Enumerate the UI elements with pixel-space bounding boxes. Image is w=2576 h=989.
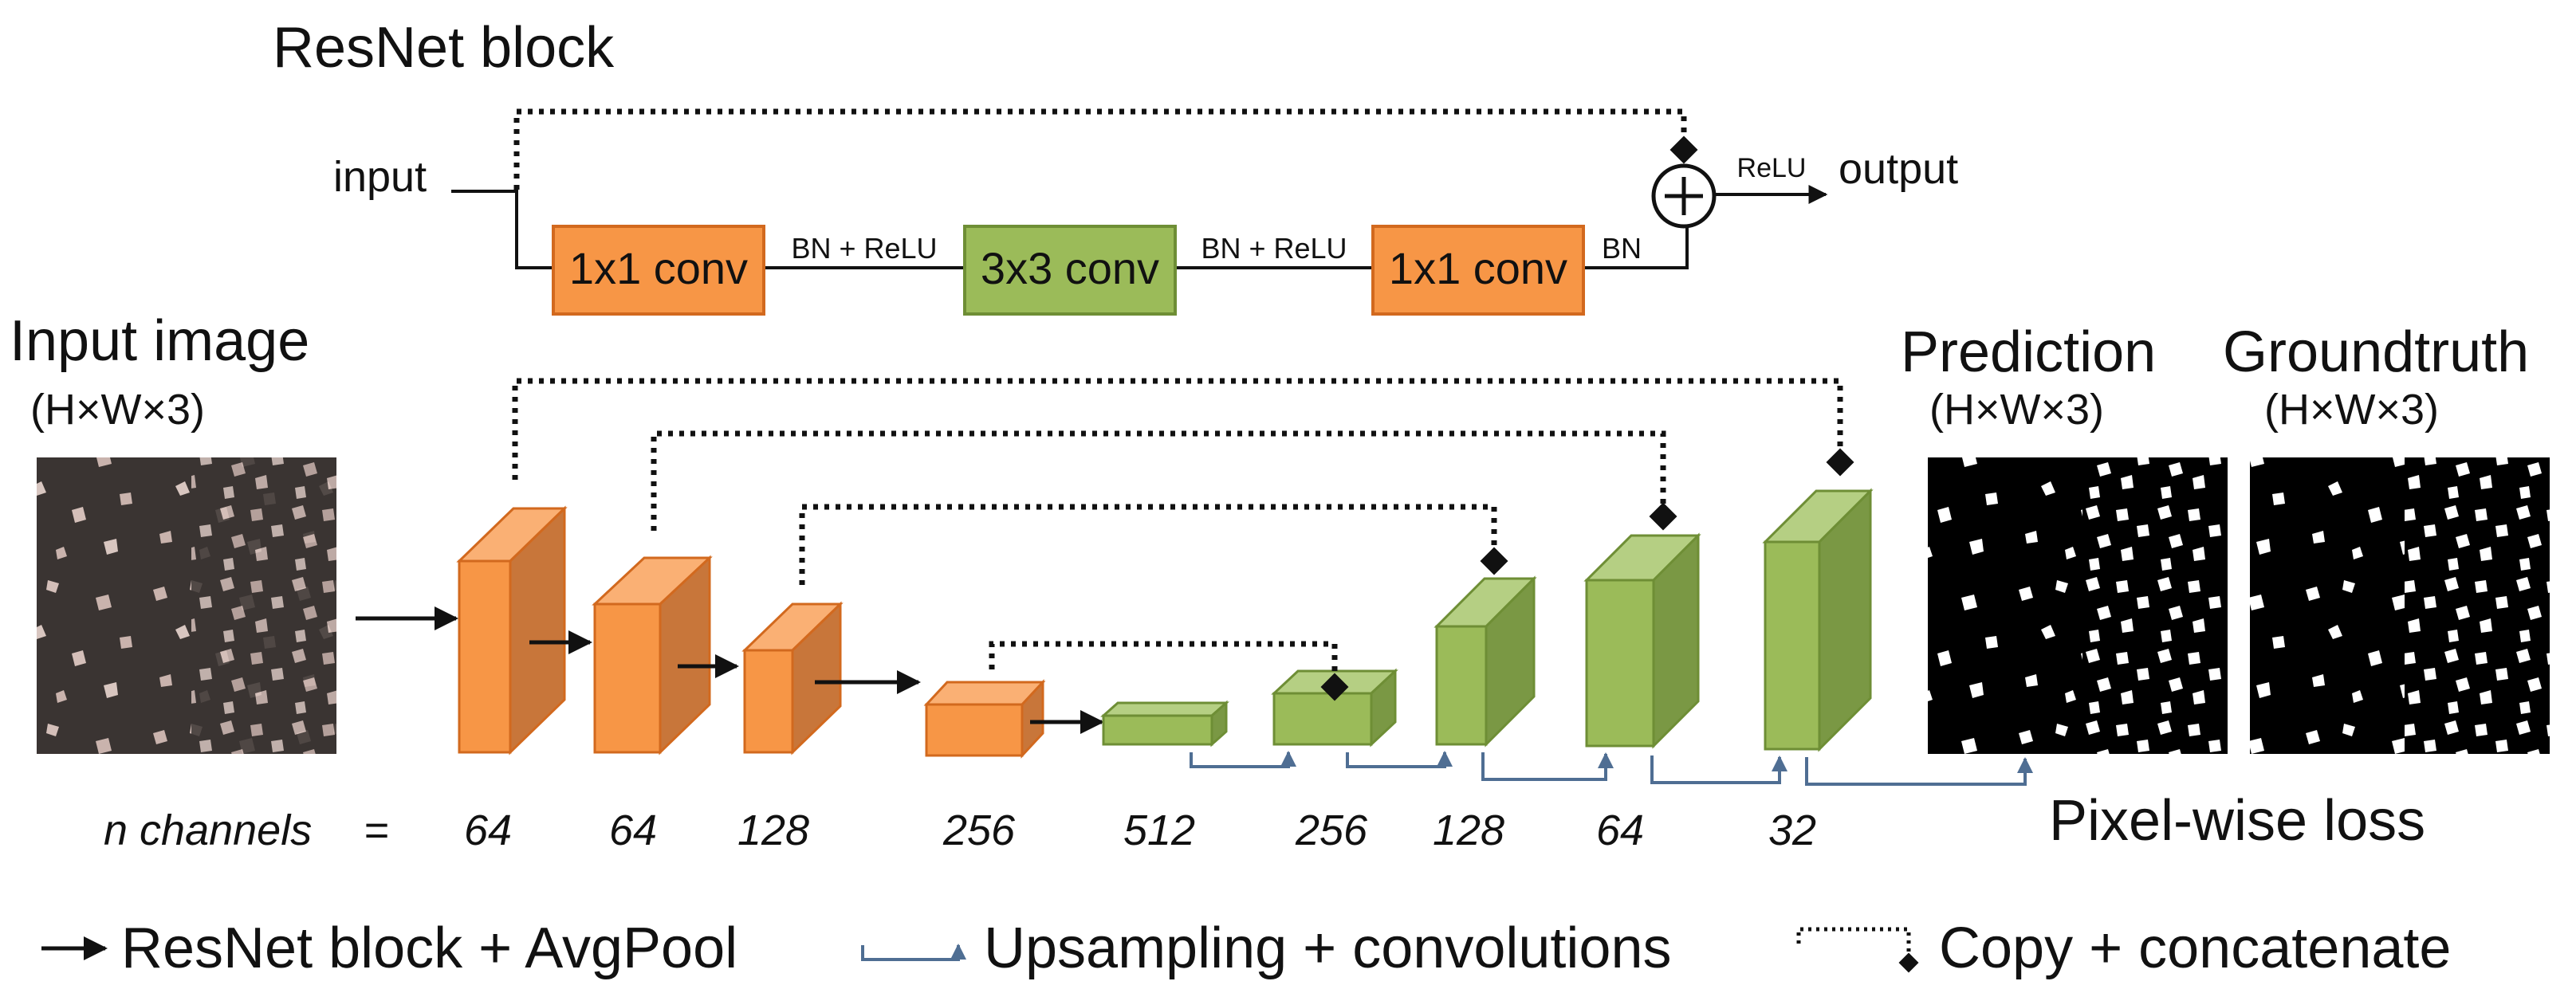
resnet-bn-relu-2: BN + ReLU <box>1201 232 1347 265</box>
resnet-skip-connection <box>513 108 1698 190</box>
input-image-group: Input image (H×W×3) <box>10 309 336 754</box>
skip-connection-256 <box>989 641 1349 701</box>
encoder-block-4 <box>923 679 1046 759</box>
resnet-conv1-label: 1x1 conv <box>569 243 748 293</box>
resnet-line-3 <box>1583 228 1689 269</box>
channels-label: n channels <box>104 807 312 854</box>
channel-value: 64 <box>464 807 512 854</box>
channel-value: 512 <box>1123 807 1195 854</box>
bottleneck-block <box>1100 700 1229 748</box>
groundtruth-group: Groundtruth (H×W×3) <box>2223 320 2550 754</box>
decoder-block-2 <box>1434 575 1537 748</box>
channel-value: 256 <box>1295 807 1368 854</box>
upsample-arrow-5 <box>1805 757 2033 786</box>
prediction-group: Prediction (H×W×3) <box>1901 320 2228 754</box>
decoder-block-4 <box>1762 488 1874 752</box>
encoder-block-1 <box>456 505 568 755</box>
skip-connection-64b <box>651 430 1677 531</box>
resnet-relu-label: ReLU <box>1737 153 1807 183</box>
legend-dotted-arrow-icon <box>1796 927 1919 973</box>
skip-connection-64 <box>512 378 1854 480</box>
resnet-block-group: ResNet block input 1x1 conv 3x3 conv 1x1… <box>273 16 1958 316</box>
resnet-conv3-box <box>1371 225 1585 316</box>
upsample-arrow-1 <box>1190 751 1296 768</box>
resnet-input-label: input <box>333 153 427 201</box>
pixel-wise-loss-label: Pixel-wise loss <box>2049 789 2425 853</box>
groundtruth-dims: (H×W×3) <box>2264 386 2439 434</box>
upsample-arrow-2 <box>1346 751 1453 768</box>
resnet-conv3-label: 1x1 conv <box>1389 243 1567 293</box>
channel-value: 128 <box>737 807 809 854</box>
resnet-block-title: ResNet block <box>273 16 615 80</box>
resnet-conv1-box <box>552 225 765 316</box>
prediction-image-dense <box>2082 457 2228 754</box>
channel-value: 128 <box>1433 807 1504 854</box>
prediction-dims: (H×W×3) <box>1929 386 2104 434</box>
channel-value: 64 <box>609 807 657 854</box>
decoder-block-3 <box>1583 532 1701 749</box>
legend-copy-label: Copy + concatenate <box>1939 916 2451 980</box>
channel-value: 256 <box>942 807 1016 854</box>
resnet-input-line <box>451 190 553 269</box>
resnet-conv2-label: 3x3 conv <box>981 243 1159 293</box>
encoder-block-3 <box>741 601 844 755</box>
encoder-block-2 <box>592 555 713 755</box>
upsample-arrow-4 <box>1650 755 1787 784</box>
channel-value: 32 <box>1768 807 1816 854</box>
legend: ResNet block + AvgPool Upsampling + conv… <box>41 916 2451 980</box>
skip-connections <box>512 378 1854 701</box>
groundtruth-title: Groundtruth <box>2223 320 2529 384</box>
legend-blue-arrow-icon <box>861 944 966 961</box>
input-image-dims: (H×W×3) <box>30 386 205 434</box>
input-image-dense-region <box>191 457 336 754</box>
channel-row: n channels = 64 64 128 256 512 256 128 6… <box>104 807 1816 854</box>
upsampling-arrows <box>1190 751 2033 786</box>
resnet-conv2-box <box>963 225 1177 316</box>
channel-value: 64 <box>1596 807 1644 854</box>
legend-resnet-label: ResNet block + AvgPool <box>121 916 737 980</box>
upsample-arrow-3 <box>1481 752 1614 781</box>
resnet-output-label: output <box>1839 145 1958 193</box>
resnet-bn-label: BN <box>1602 232 1642 265</box>
skip-connection-128 <box>799 504 1508 585</box>
input-image-title: Input image <box>10 309 309 373</box>
resnet-bn-relu-1: BN + ReLU <box>791 232 937 265</box>
groundtruth-image-dense <box>2405 457 2550 754</box>
prediction-title: Prediction <box>1901 320 2156 384</box>
legend-upsampling-label: Upsampling + convolutions <box>984 916 1672 980</box>
channels-equals: = <box>364 807 389 854</box>
